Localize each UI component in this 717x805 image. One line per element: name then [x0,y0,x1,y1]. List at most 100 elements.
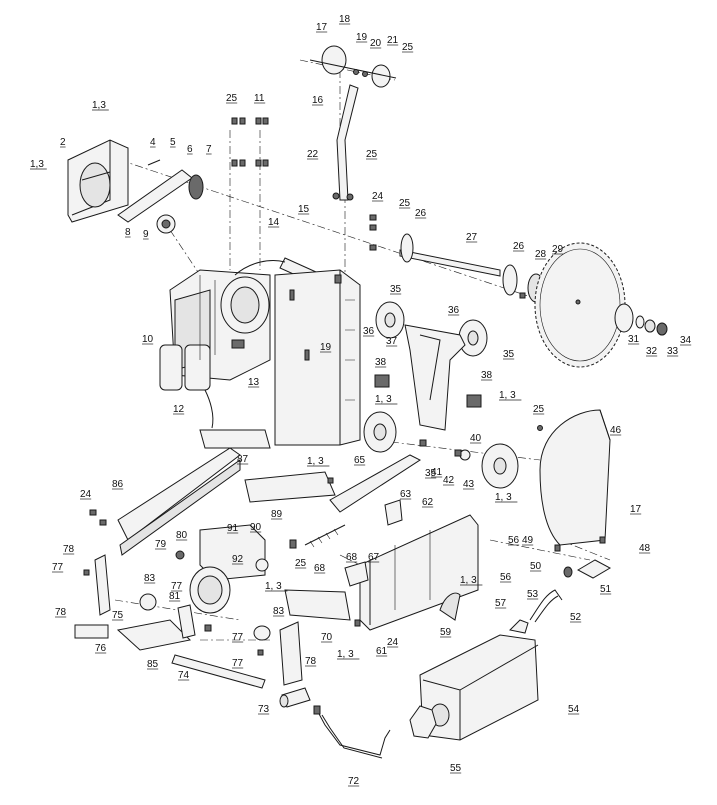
part-label: 2 [60,137,66,148]
part-label: 77 [232,658,244,669]
rear-wheels-and-arm [374,301,488,431]
main-frame-plate [274,269,361,446]
part-label: 75 [112,610,124,621]
part-label: 1, 3 [375,394,392,405]
part-label: 1, 3 [460,575,477,586]
part-label: 63 [400,489,412,500]
part-label: 52 [570,612,582,623]
part-label: 56 [508,535,520,546]
bracket-and-spring [289,499,403,549]
part-label: 78 [55,607,67,618]
saw-blade-part [534,242,626,368]
part-label: 68 [346,552,358,563]
part-label: 12 [173,404,185,415]
part-label: 87 [237,454,249,465]
part-label: 83 [144,573,156,584]
drive-wheel-assembly [175,524,269,614]
part-label: 89 [271,509,283,520]
engine-part [159,269,271,391]
part-label: 70 [321,632,333,643]
part-label: 90 [250,522,262,533]
part-label: 25 [533,404,545,415]
part-label: 65 [354,455,366,466]
outer-flange-and-nut [614,303,668,336]
part-label: 42 [443,475,455,486]
part-label: 10 [142,334,154,345]
part-label: 21 [387,35,399,46]
part-label: 25 [402,42,414,53]
part-label: 24 [387,637,399,648]
part-label: 62 [422,497,434,508]
part-label: 1,3 [92,100,106,111]
part-label: 22 [307,149,319,160]
part-label: 56 [500,572,512,583]
front-wheels [363,411,519,489]
part-label: 78 [305,656,317,667]
hose-and-nozzle [529,536,612,623]
part-label: 24 [372,191,384,202]
part-label: 77 [52,562,64,573]
part-label: 8 [125,227,131,238]
part-label: 67 [368,552,380,563]
blade-guard-part [537,409,611,546]
part-label: 35 [425,468,437,479]
part-label: 73 [258,704,270,715]
part-label: 7 [206,144,212,155]
part-label: 54 [568,704,580,715]
part-label: 74 [178,670,190,681]
axle-bush-part [279,687,311,708]
left-arm-linkage [74,554,266,689]
part-label: 17 [630,504,642,515]
lever-linkage-part [309,45,397,201]
part-label: 34 [680,335,692,346]
part-label: 17 [316,22,328,33]
part-label: 25 [226,93,238,104]
part-label: 1, 3 [265,581,282,592]
part-label: 80 [176,530,188,541]
part-label: 24 [80,489,92,500]
part-label: 78 [63,544,75,555]
part-label: 38 [481,370,493,381]
part-label: 25 [366,149,378,160]
bolt-cluster-upper [231,117,269,167]
part-label: 92 [232,554,244,565]
part-label: 5 [170,137,176,148]
part-label: 36 [448,305,460,316]
part-label: 13 [248,377,260,388]
part-label: 40 [470,433,482,444]
part-label: 25 [399,198,411,209]
part-label: 76 [95,643,107,654]
part-label: 25 [295,558,307,569]
part-label: 27 [466,232,478,243]
part-label: 9 [143,229,149,240]
part-label: 55 [450,763,462,774]
chassis-rails [89,429,422,556]
part-label: 33 [667,346,679,357]
part-label: 49 [522,535,534,546]
lower-bracket-and-links [253,561,369,686]
part-label: 43 [463,479,475,490]
part-label: 35 [503,349,515,360]
part-label: 50 [530,561,542,572]
part-label: 79 [155,539,167,550]
foot-stand-part [313,705,391,759]
part-label: 41 [431,467,443,478]
part-label: 61 [376,646,388,657]
part-label: 16 [312,95,324,106]
part-label: 15 [298,204,310,215]
part-label: 48 [639,543,651,554]
part-label: 1,3 [30,159,44,170]
part-label: 77 [171,581,183,592]
part-label: 81 [169,591,181,602]
part-label: 31 [628,334,640,345]
part-label: 57 [495,598,507,609]
part-label: 86 [112,479,124,490]
part-label: 35 [390,284,402,295]
part-label: 85 [147,659,159,670]
part-label: 36 [363,326,375,337]
part-label: 91 [227,523,239,534]
part-label: 46 [610,425,622,436]
part-label: 29 [552,244,564,255]
part-label: 18 [339,14,351,25]
